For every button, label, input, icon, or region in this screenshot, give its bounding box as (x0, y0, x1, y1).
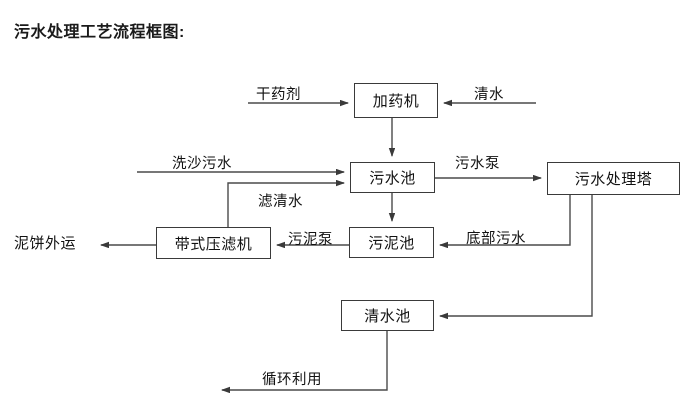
node-belt-filter-press[interactable]: 带式压滤机 (156, 227, 271, 259)
node-label: 污水池 (369, 170, 416, 187)
edge-label-dry-agent: 干药剂 (256, 87, 301, 103)
terminal-label-mud-cake-out: 泥饼外运 (14, 235, 77, 252)
node-sludge-pool[interactable]: 污泥池 (349, 227, 434, 258)
node-label: 污泥池 (368, 235, 415, 252)
node-wastewater-pool[interactable]: 污水池 (350, 162, 435, 193)
node-treatment-tower[interactable]: 污水处理塔 (547, 162, 680, 195)
edge-filtered-water-to-wastewater-pool (227, 179, 345, 227)
edge-label-sand-wash-wastewater: 洗沙污水 (172, 156, 232, 172)
edge-bottom-sewage-to-sludge-pool (439, 195, 571, 249)
edge-label-filtered-clear-water: 滤清水 (258, 194, 303, 210)
edge-label-recycle-use: 循环利用 (262, 372, 322, 388)
edge-tower-to-clean-water-pool (439, 195, 593, 320)
node-label: 带式压滤机 (174, 235, 253, 253)
edge-label-wastewater-pump: 污水泵 (455, 156, 500, 172)
node-clean-water-pool[interactable]: 清水池 (341, 300, 434, 331)
node-label: 加药机 (372, 93, 420, 110)
node-label: 清水池 (364, 308, 411, 325)
edge-label-sludge-pump: 污泥泵 (288, 232, 333, 248)
node-dosing-machine[interactable]: 加药机 (354, 83, 438, 118)
node-label: 污水处理塔 (574, 171, 653, 188)
edge-clean-water-to-recycle (221, 331, 388, 394)
page-title: 污水处理工艺流程框图: (14, 24, 185, 41)
edge-label-clean-water: 清水 (474, 87, 504, 103)
edge-label-bottom-sewage: 底部污水 (466, 231, 526, 247)
